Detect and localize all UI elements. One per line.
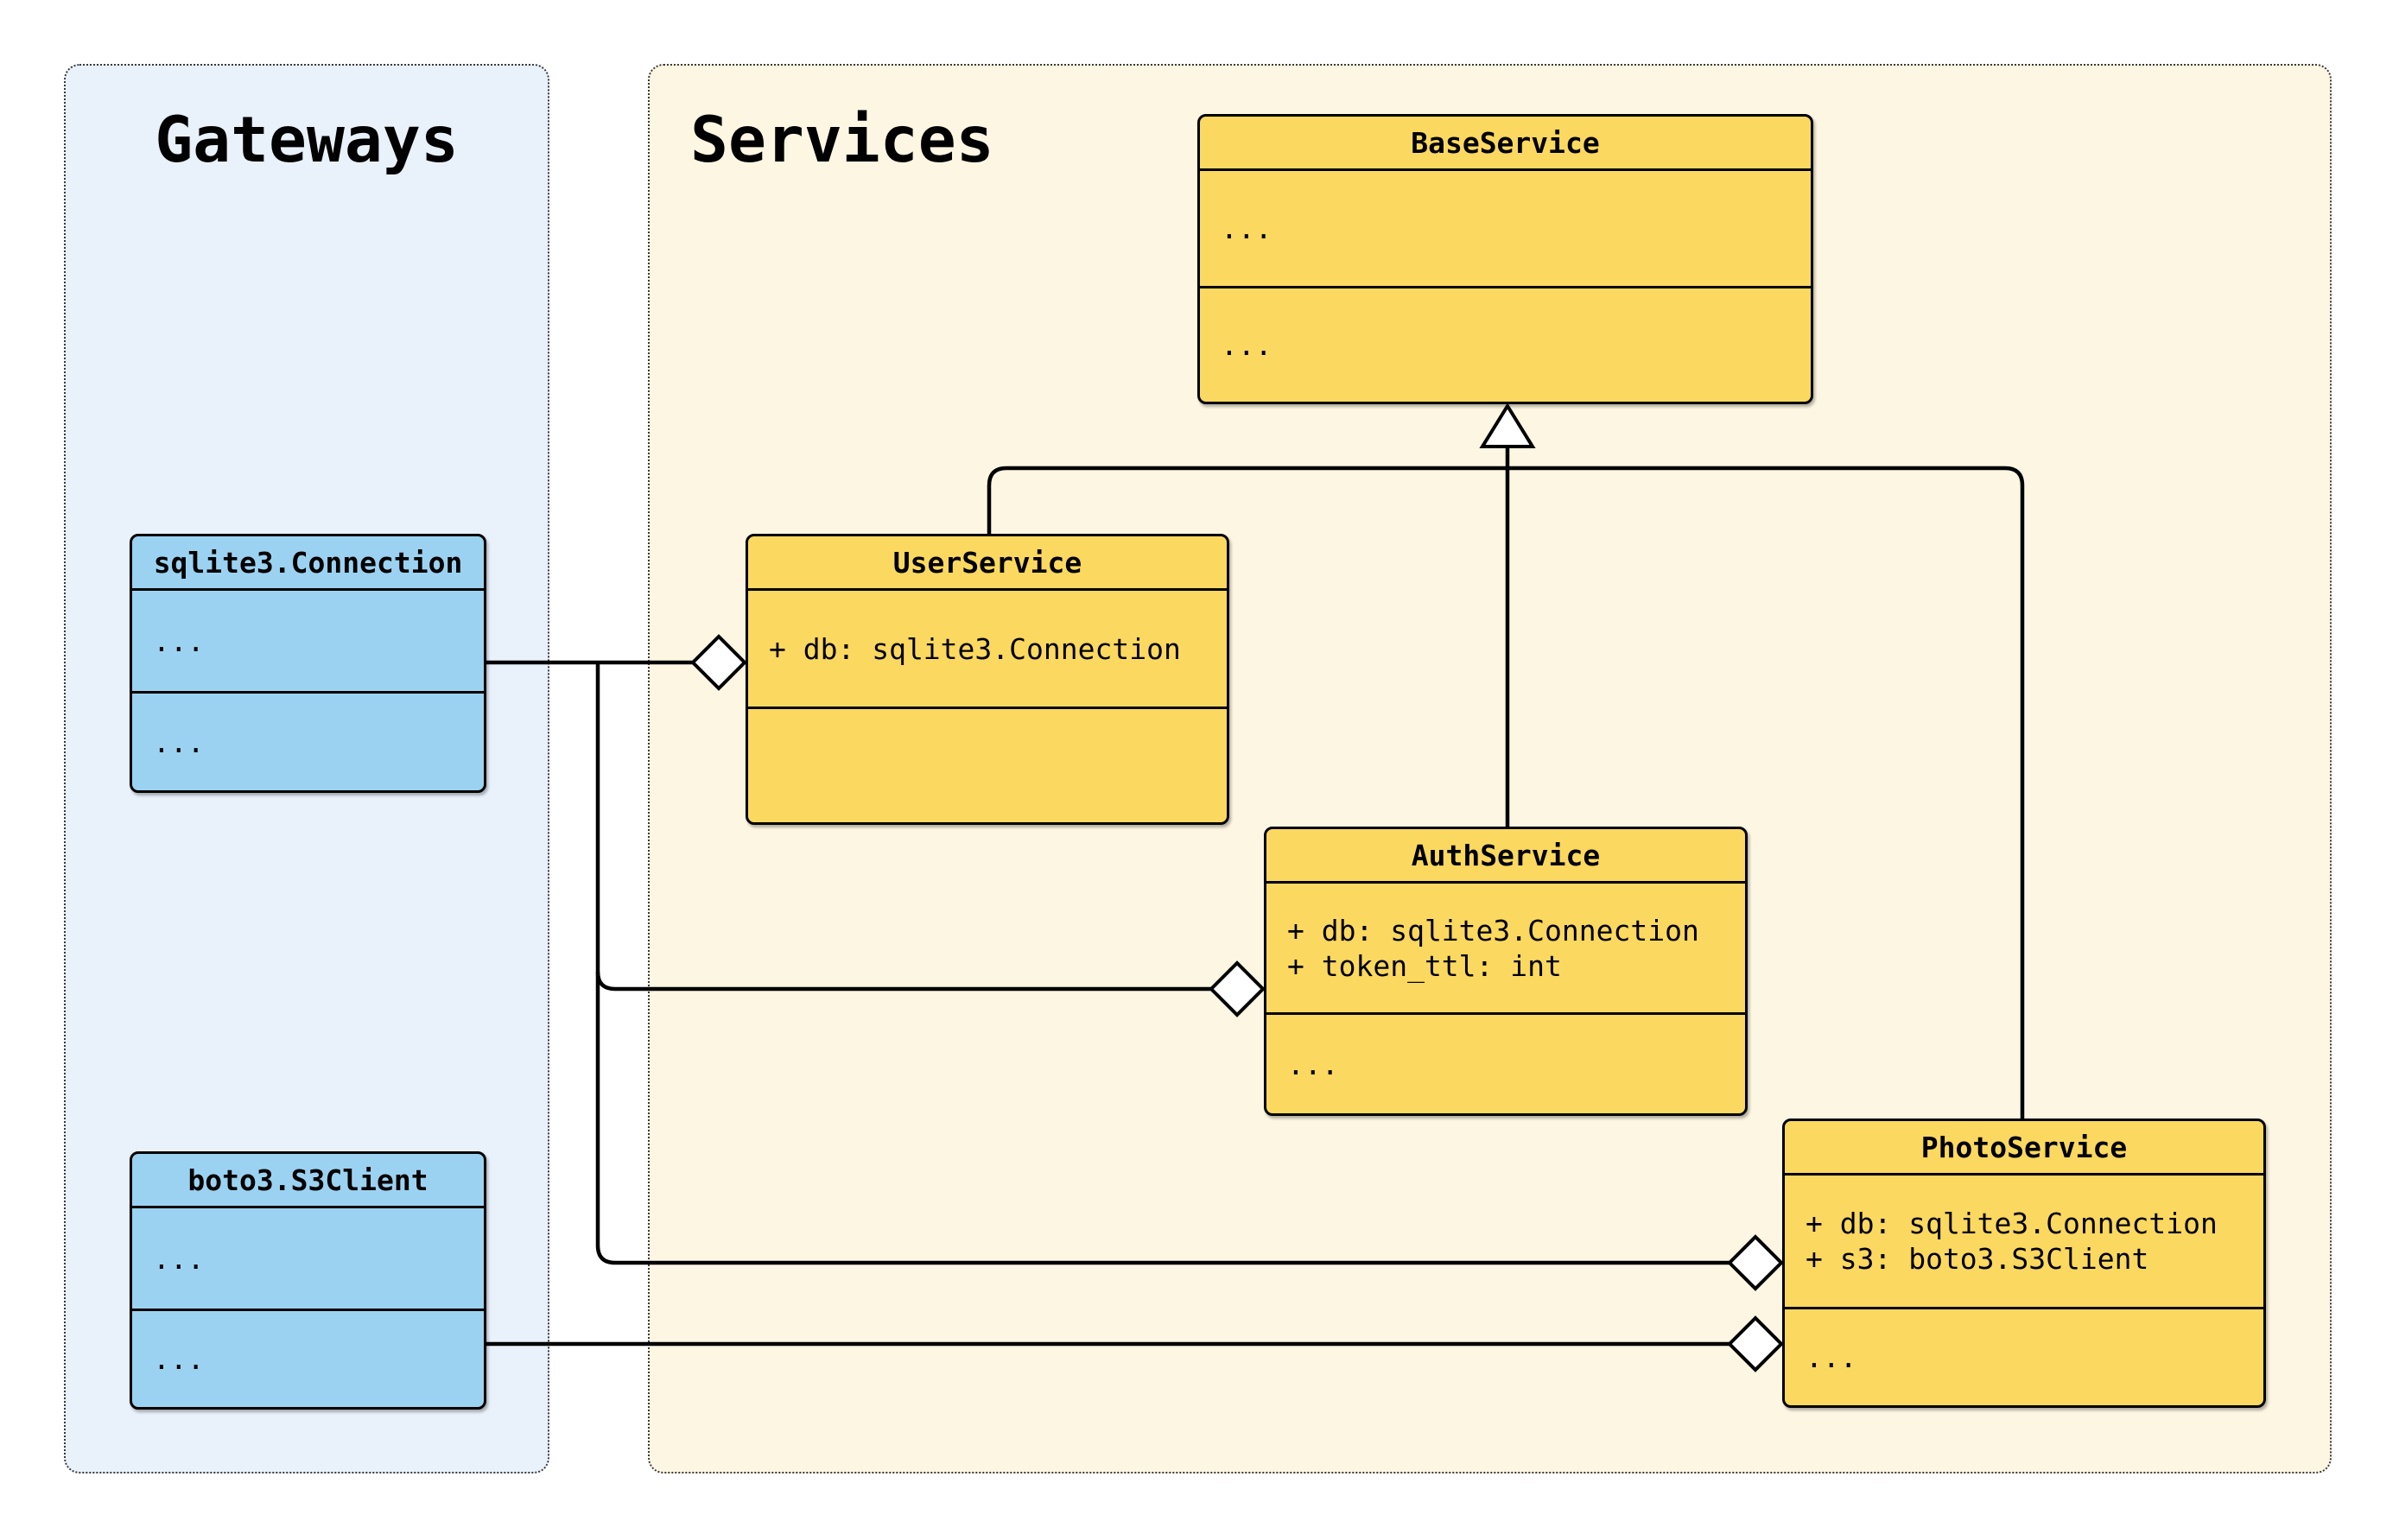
class-methods: ... [132,691,484,790]
attribute-row: + db: sqlite3.Connection [769,631,1181,666]
class-boto3-s3client: boto3.S3Client ... ... [130,1151,486,1410]
class-title: sqlite3.Connection [153,545,463,580]
attribute-row: ... [153,624,205,658]
class-sqlite3-connection: sqlite3.Connection ... ... [130,534,486,793]
class-attributes: + db: sqlite3.Connection + token_ttl: in… [1266,881,1745,1012]
attribute-row: + db: sqlite3.Connection [1287,913,1699,947]
method-row: ... [1806,1340,1857,1374]
class-methods: ... [1200,286,1811,402]
class-title: PhotoService [1920,1130,2128,1164]
group-services-title: Services [690,104,994,177]
class-attributes: ... [132,1206,484,1309]
attribute-row: ... [153,1241,205,1276]
class-methods: ... [1785,1307,2263,1405]
class-title: UserService [892,545,1082,580]
class-attributes: + db: sqlite3.Connection [748,588,1227,707]
class-attributes: ... [1200,168,1811,286]
class-title: AuthService [1411,838,1601,872]
class-attributes: + db: sqlite3.Connection + s3: boto3.S3C… [1785,1173,2263,1307]
class-userservice: UserService + db: sqlite3.Connection [746,534,1229,825]
attribute-row: ... [1221,212,1272,245]
attribute-row: + s3: boto3.S3Client [1806,1242,2149,1276]
class-methods: ... [1266,1012,1745,1113]
method-row: ... [153,725,205,759]
attribute-row: + token_ttl: int [1287,948,1562,983]
class-methods: ... [132,1309,484,1407]
attribute-row: + db: sqlite3.Connection [1806,1207,2218,1240]
group-gateways-title: Gateways [155,104,459,177]
class-photoservice: PhotoService + db: sqlite3.Connection + … [1782,1119,2266,1408]
method-row: ... [1287,1047,1339,1081]
class-methods [748,707,1227,822]
method-row: ... [153,1342,205,1376]
class-title: BaseService [1411,125,1600,160]
class-title: boto3.S3Client [187,1163,428,1197]
class-authservice: AuthService + db: sqlite3.Connection + t… [1264,827,1748,1116]
method-row: ... [1221,328,1272,362]
class-baseservice: BaseService ... ... [1197,114,1813,404]
class-attributes: ... [132,588,484,691]
